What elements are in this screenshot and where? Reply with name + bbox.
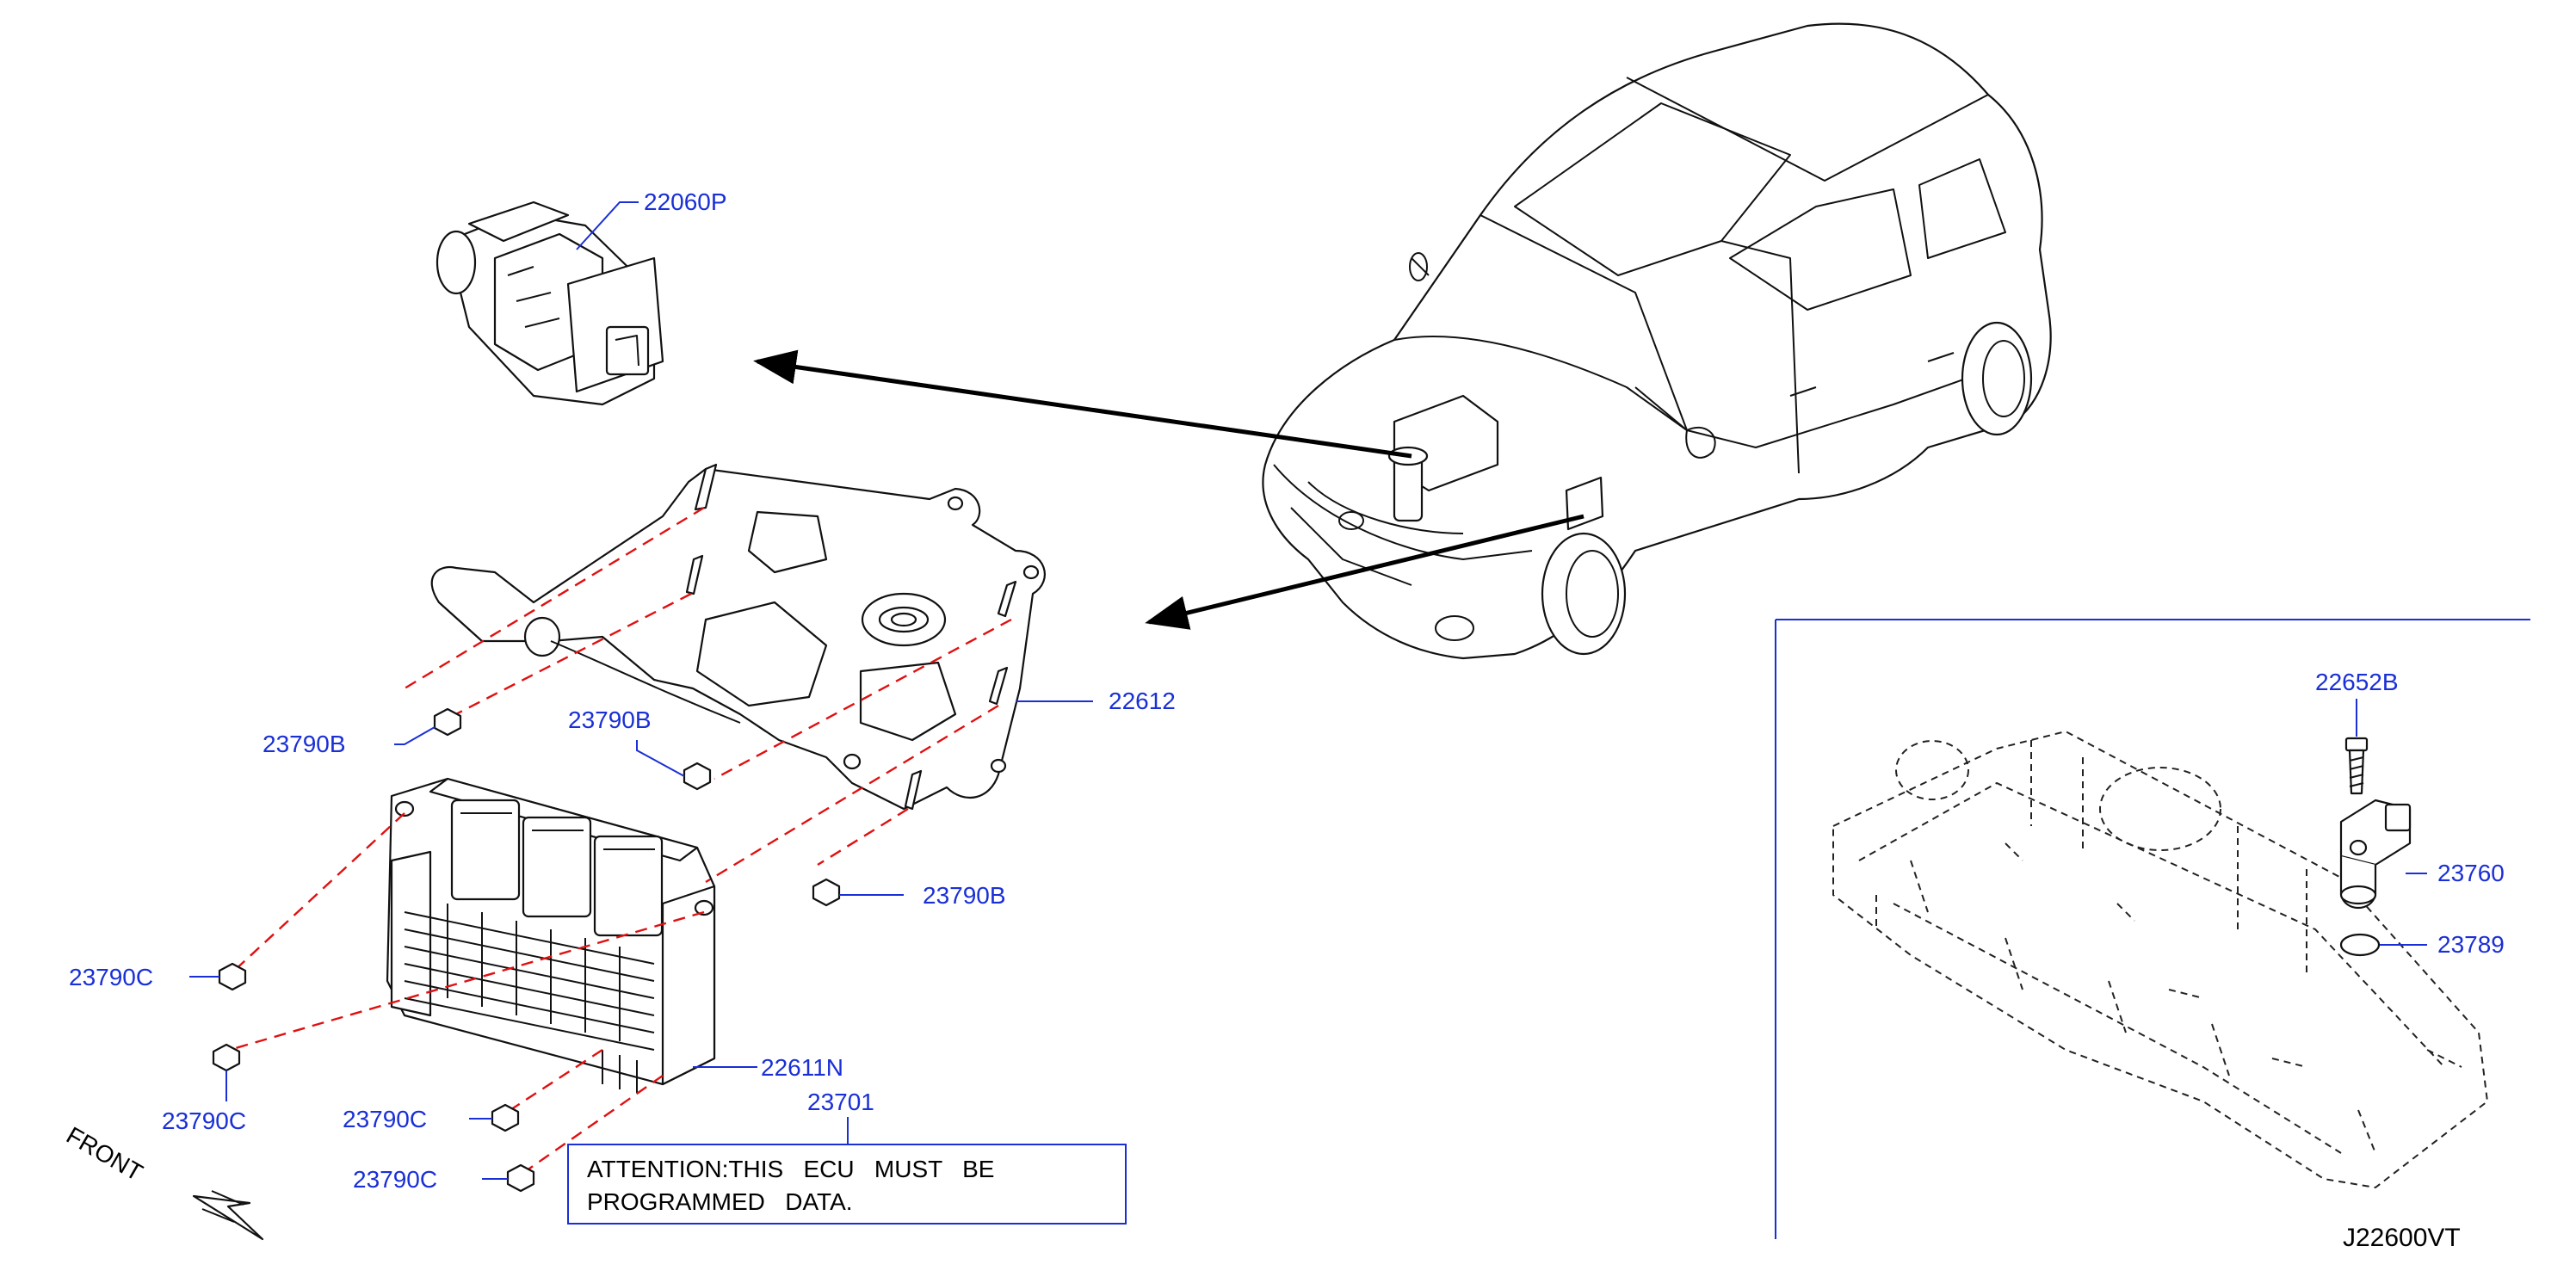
attention-note-box xyxy=(567,1144,1127,1225)
vehicle-illustration xyxy=(1262,22,2052,660)
front-arrow-shaft xyxy=(201,1190,244,1223)
nuts xyxy=(212,707,841,1193)
ecu-bracket-22612 xyxy=(430,463,1046,811)
diagram-code: J22600VT xyxy=(2343,1224,2461,1252)
callout-22060p: 22060P xyxy=(644,188,727,215)
callout-23790c-lower-middle: 23790C xyxy=(343,1106,427,1132)
callout-23790b-middle: 23790B xyxy=(568,706,652,733)
callout-22612: 22612 xyxy=(1109,688,1176,714)
knock-sensor-22060p xyxy=(436,200,664,406)
callout-22652b: 22652B xyxy=(2315,669,2399,695)
callout-23790c-bottom: 23790C xyxy=(353,1166,437,1193)
mounting-guides xyxy=(223,506,1012,1175)
attention-note-line-2: PROGRAMMED DATA. xyxy=(587,1188,853,1215)
attention-note-line-1: ATTENTION:THIS ECU MUST BE xyxy=(587,1156,994,1182)
ecu-module-22611n xyxy=(386,777,716,1093)
callout-23760: 23760 xyxy=(2437,860,2505,886)
callout-23790c-upper-left: 23790C xyxy=(69,964,153,990)
front-label: FRONT xyxy=(62,1121,147,1186)
callout-22611n: 22611N xyxy=(761,1054,843,1081)
inset-camshaft-sensor xyxy=(1775,619,2530,1239)
callout-23701: 23701 xyxy=(807,1089,874,1115)
callout-23790c-lower-left: 23790C xyxy=(162,1107,246,1134)
callout-23790b-left: 23790B xyxy=(263,731,346,757)
callout-23789: 23789 xyxy=(2437,931,2505,958)
front-arrow-icon xyxy=(192,1194,264,1241)
location-arrows xyxy=(753,349,1585,630)
callout-23790b-right: 23790B xyxy=(923,882,1006,909)
